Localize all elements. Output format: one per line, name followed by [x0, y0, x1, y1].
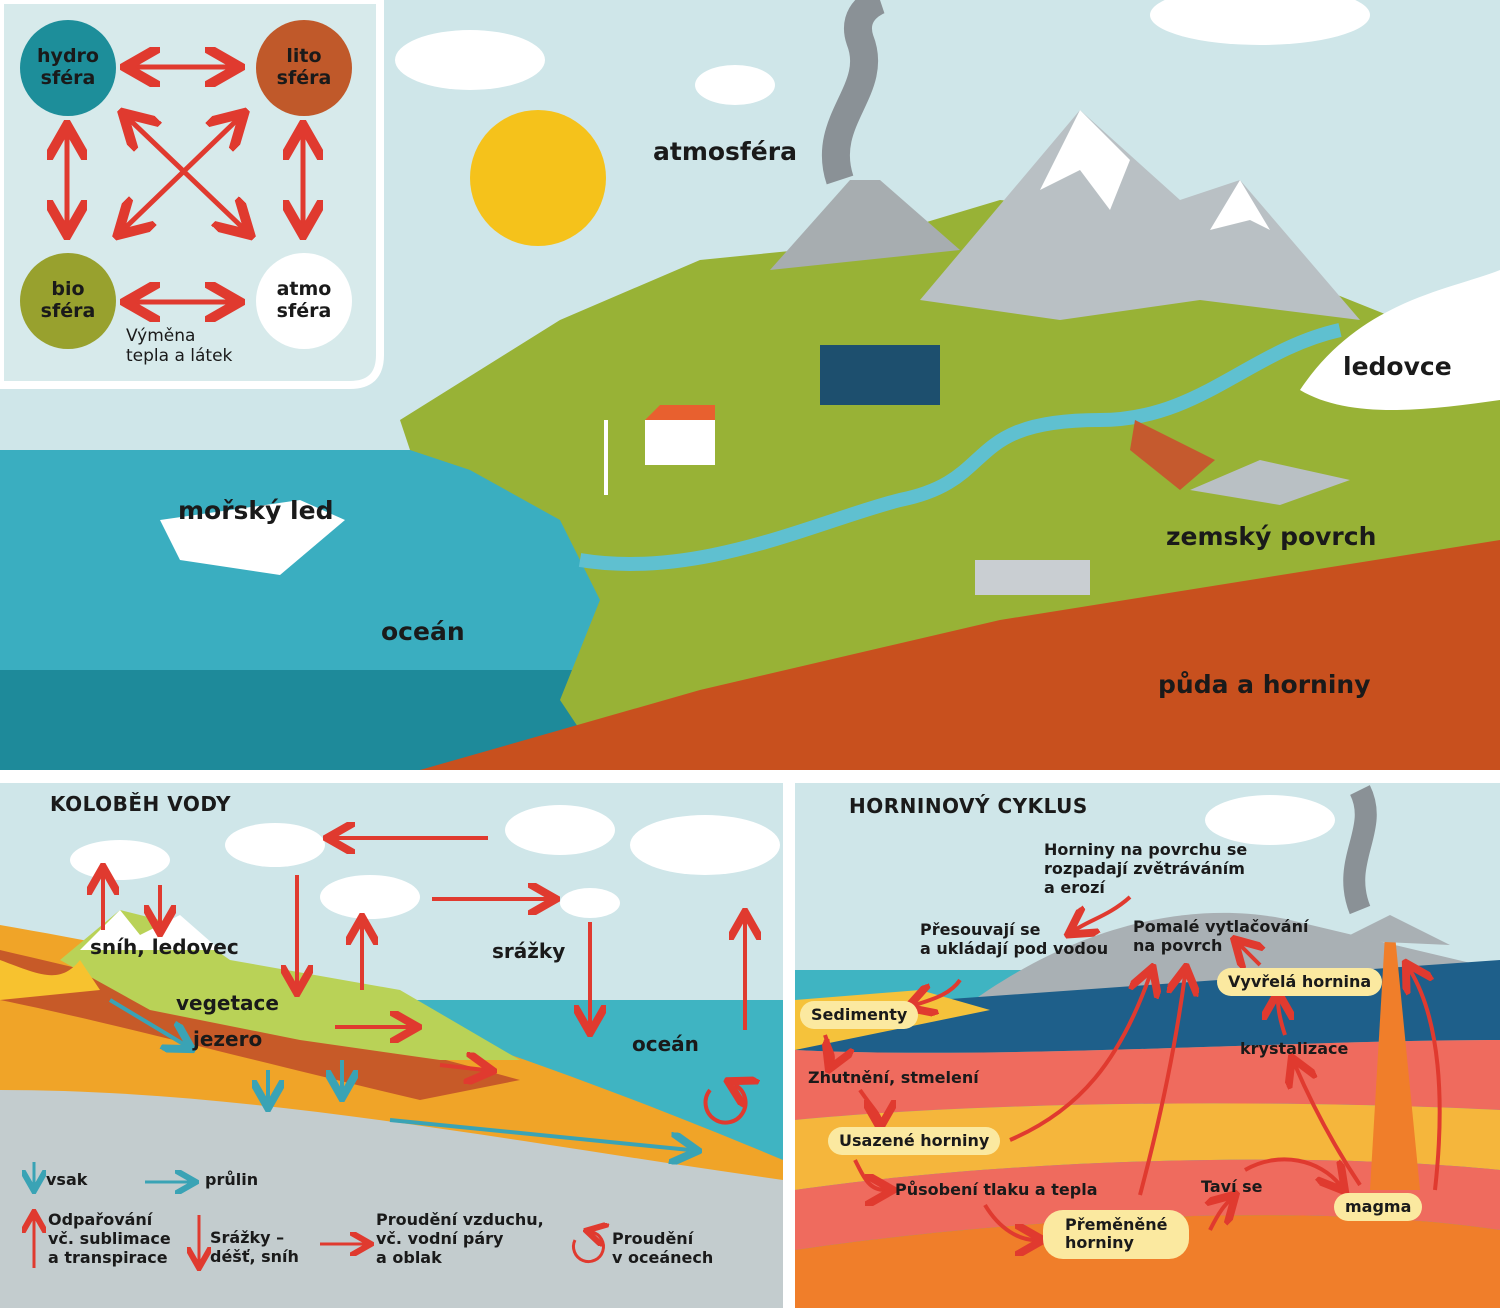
sedimentary-rocks-pill: Usazené horniny	[828, 1127, 1001, 1156]
volcano	[770, 180, 960, 270]
melting-text: Taví se	[1201, 1177, 1263, 1196]
compaction-text: Zhutnění, stmelení	[808, 1068, 979, 1087]
legend-air-flow: Proudění vzduchu, vč. vodní páry a oblak	[376, 1210, 544, 1268]
rock-cycle-title: HORNINOVÝ CYKLUS	[849, 794, 1088, 818]
biosphere-label: bio sféra	[40, 278, 96, 322]
biosphere-circle: bio sféra	[20, 253, 116, 349]
factory-icon	[820, 345, 940, 405]
barn-icon	[975, 560, 1090, 595]
legend-icons	[34, 1162, 603, 1268]
river	[578, 323, 1342, 571]
sediments-pill: Sedimenty	[800, 1001, 919, 1030]
volcano-smoke	[821, 0, 886, 185]
legend-seepage: průlin	[205, 1170, 259, 1189]
lake-label: jezero	[193, 1027, 263, 1051]
metamorphic-rocks-pill: Přeměněné horniny	[1043, 1210, 1190, 1259]
igneous-rock-pill: Vyvřelá hornina	[1217, 968, 1383, 997]
parking-lot	[1190, 460, 1350, 505]
ocean-label: oceán	[381, 617, 465, 646]
glaciers-label: ledovce	[1343, 352, 1452, 381]
exchange-caption: Výměna tepla a látek	[126, 326, 233, 367]
soil-label: půda a horniny	[1158, 670, 1371, 699]
crystallization-text: krystalizace	[1240, 1039, 1349, 1058]
lithosphere-label: lito sféra	[276, 45, 332, 89]
water-cycle-title: KOLOBĚH VODY	[50, 792, 231, 816]
precipitation-label: srážky	[492, 939, 566, 963]
hydrosphere-circle: hydro sféra	[20, 20, 116, 116]
glacier	[1300, 270, 1500, 410]
atmosphere-circle-label: atmo sféra	[276, 278, 332, 322]
circular-arrow-red-icon	[571, 1232, 603, 1264]
snow-label: sníh, ledovec	[90, 935, 239, 959]
hydrosphere-label: hydro sféra	[37, 45, 99, 89]
legend-evaporation: Odpařování vč. sublimace a transpirace	[48, 1210, 171, 1268]
weathering-text: Horniny na povrchu se rozpadají zvětrává…	[1044, 840, 1248, 898]
vegetation-label: vegetace	[176, 991, 279, 1015]
pressure-text: Působení tlaku a tepla	[895, 1180, 1098, 1199]
uplift-text: Pomalé vytlačování na povrch	[1133, 917, 1309, 956]
legend-ocean-currents: Proudění v oceánech	[612, 1229, 714, 1268]
cloud	[395, 30, 545, 90]
legend-infiltration: vsak	[46, 1170, 88, 1189]
sea-ice	[160, 500, 345, 575]
top-scene	[0, 0, 1500, 770]
atmosphere-circle: atmo sféra	[256, 253, 352, 349]
sea-ice-label: mořský led	[178, 496, 334, 525]
magma-pill: magma	[1334, 1193, 1423, 1222]
soil	[420, 540, 1500, 770]
lithosphere-circle: lito sféra	[256, 20, 352, 116]
atmosphere-label: atmosféra	[653, 137, 797, 166]
water-cycle-scene	[0, 783, 783, 1308]
water-ocean-label: oceán	[632, 1032, 699, 1056]
legend-precipitation: Srážky – déšť, sníh	[210, 1228, 299, 1267]
mountains	[920, 110, 1360, 320]
house-icon	[645, 420, 715, 465]
transport-text: Přesouvají se a ukládají pod vodou	[920, 920, 1109, 959]
field	[1130, 420, 1215, 490]
surface-label: zemský povrch	[1166, 522, 1377, 551]
sun-icon	[470, 110, 606, 246]
